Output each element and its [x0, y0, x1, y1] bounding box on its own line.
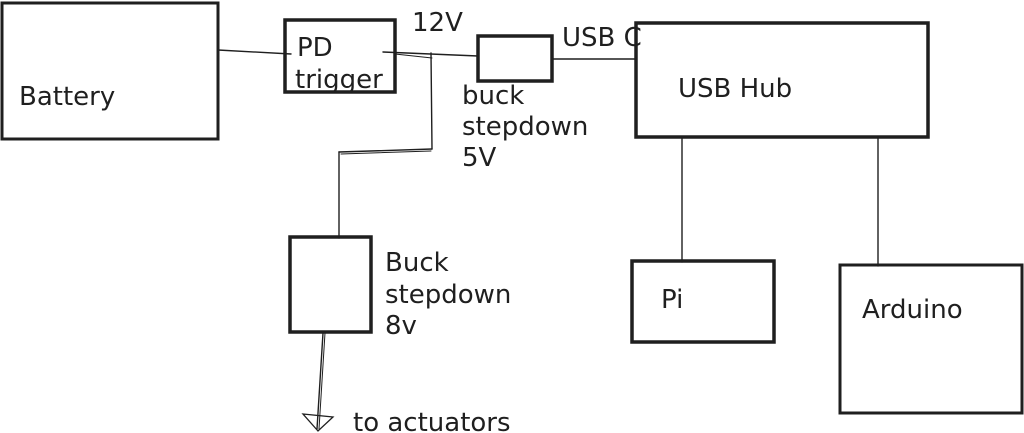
pd-trigger-label-line1: PD — [297, 33, 333, 63]
to-actuators-label: to actuators — [353, 408, 511, 433]
wire-buck-8v-to-actuators — [316, 332, 324, 430]
buck-8v-label-line2: stepdown — [385, 280, 511, 310]
wire-12v-drop-vertical — [430, 52, 433, 150]
usb-hub-label: USB Hub — [678, 74, 792, 104]
pi-box — [630, 259, 776, 344]
wire-12v-horizontal — [338, 148, 433, 153]
pd-trigger-label-line2: trigger — [295, 65, 383, 95]
arduino-label: Arduino — [862, 295, 963, 325]
buck-5v-label-line3: 5V — [462, 143, 497, 173]
wire-buck-8v-double-stroke — [318, 332, 326, 430]
wire-battery-to-pd-trigger — [217, 49, 292, 55]
battery-box — [0, 1, 220, 141]
buck-8v-label-line1: Buck — [385, 248, 449, 278]
buck-stepdown-8v-box — [288, 235, 373, 334]
battery-label: Battery — [19, 82, 115, 112]
arduino-box — [838, 263, 1024, 415]
usb-c-label: USB C — [562, 23, 642, 53]
buck-stepdown-5v-box — [476, 34, 554, 83]
wire-12v-horizontal-double-stroke — [340, 150, 432, 155]
wire-pd-trigger-double-stroke — [394, 53, 433, 59]
pd-trigger-box — [283, 18, 397, 94]
pi-label: Pi — [661, 285, 683, 315]
buck-5v-label-line2: stepdown — [462, 112, 588, 142]
usb-hub-box — [634, 21, 930, 139]
buck-8v-label-line3: 8v — [385, 311, 417, 341]
arrowhead-to-actuators-icon — [301, 413, 335, 432]
buck-5v-label-line1: buck — [462, 81, 524, 111]
voltage-12v-label: 12V — [412, 8, 463, 38]
